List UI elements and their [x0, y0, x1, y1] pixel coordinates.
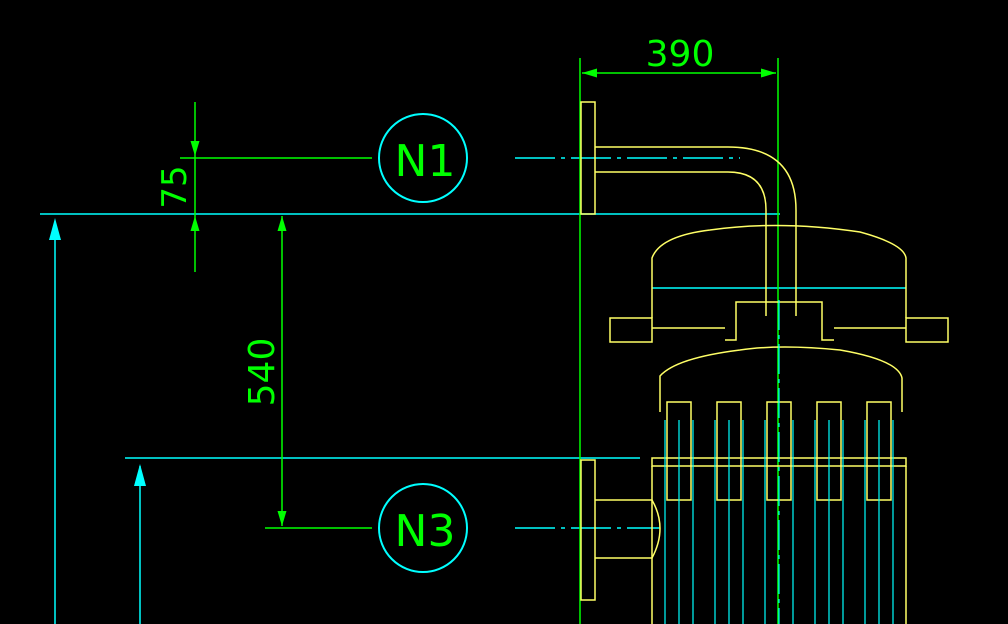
extension-lines	[40, 157, 906, 624]
dimension-lines	[180, 58, 779, 624]
second-elevation-arrow	[134, 464, 146, 486]
n1-pipe-outer	[595, 146, 797, 316]
tag-label-n1: N1	[395, 136, 456, 187]
dim-540-label: 540	[242, 338, 283, 407]
tag-circle-n1	[378, 113, 468, 203]
girth-flange-left	[609, 317, 653, 343]
inner-dome	[659, 346, 903, 412]
lower-flange-plate	[580, 459, 596, 601]
dim-390-label: 390	[646, 34, 715, 75]
dim-75-label: 75	[155, 165, 195, 208]
left-elevation-arrow	[49, 218, 61, 240]
n3-nozzle	[595, 499, 661, 559]
tube-bundle	[664, 300, 894, 624]
tag-circle-n3	[378, 483, 468, 573]
girth-flange-right	[905, 317, 949, 343]
top-head	[651, 224, 907, 288]
nozzle-tag-n3: N3	[378, 483, 468, 573]
nozzle-tag-n1: N1	[378, 113, 468, 203]
tag-label-n3: N3	[395, 506, 456, 557]
n1-pipe-inner	[595, 171, 767, 316]
flange-plate	[580, 101, 596, 215]
